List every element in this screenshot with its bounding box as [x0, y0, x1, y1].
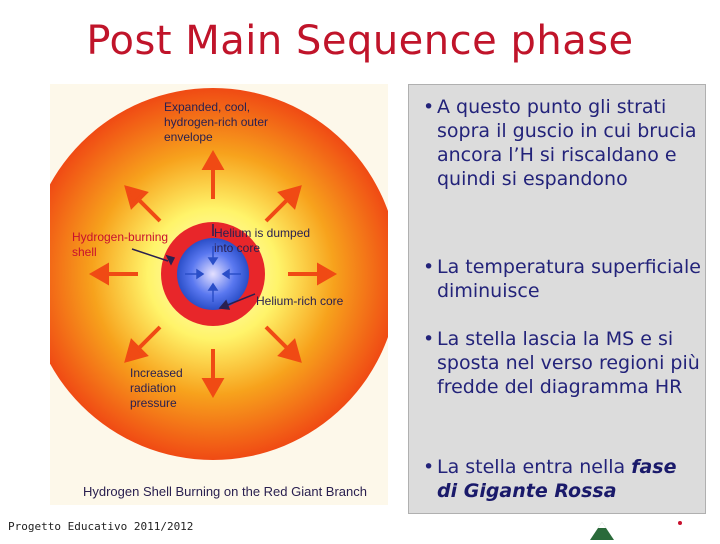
red-giant-diagram: Expanded, cool, hydrogen-rich outer enve… [50, 84, 388, 505]
label-helium-dumped: Helium is dumped into core [214, 226, 311, 255]
text-panel: • A questo punto gli strati sopra il gus… [408, 84, 706, 514]
footer-text: Progetto Educativo 2011/2012 [8, 520, 194, 533]
inflow-arrows [185, 246, 241, 302]
bullet-4-emphasis: fase di Gigante Rossa [437, 456, 677, 502]
bullet-dot: • [423, 328, 435, 350]
bullet-3: • La stella lascia la MS e si sposta nel… [423, 328, 700, 398]
helium-core [177, 238, 249, 310]
bullet-1: • A questo punto gli strati sopra il gus… [423, 96, 697, 190]
bullet-2: • La temperatura superficiale diminuisce [423, 256, 701, 302]
figure-caption: Hydrogen Shell Burning on the Red Giant … [82, 484, 367, 499]
slide-title: Post Main Sequence phase [86, 18, 634, 64]
cielo-logo [568, 518, 694, 540]
bullet-4: • La stella entra nella fase di Gigante … [423, 455, 703, 503]
label-pointers [131, 224, 256, 310]
label-helium-core: Helium-rich core [256, 294, 344, 308]
bullet-dot: • [423, 96, 435, 118]
radiation-arrows [88, 149, 338, 399]
label-hydrogen-shell: Hydrogen-burning shell [72, 230, 169, 259]
logo-mountain-icon [568, 518, 694, 540]
label-radiation-pressure: Increased radiation pressure [130, 366, 183, 410]
bullet-dot: • [423, 456, 435, 478]
bullet-4-text: La stella entra nella [437, 456, 632, 478]
star-illustration [50, 84, 388, 505]
label-envelope: Expanded, cool, hydrogen-rich outer enve… [164, 100, 269, 144]
bullet-dot: • [423, 256, 435, 278]
